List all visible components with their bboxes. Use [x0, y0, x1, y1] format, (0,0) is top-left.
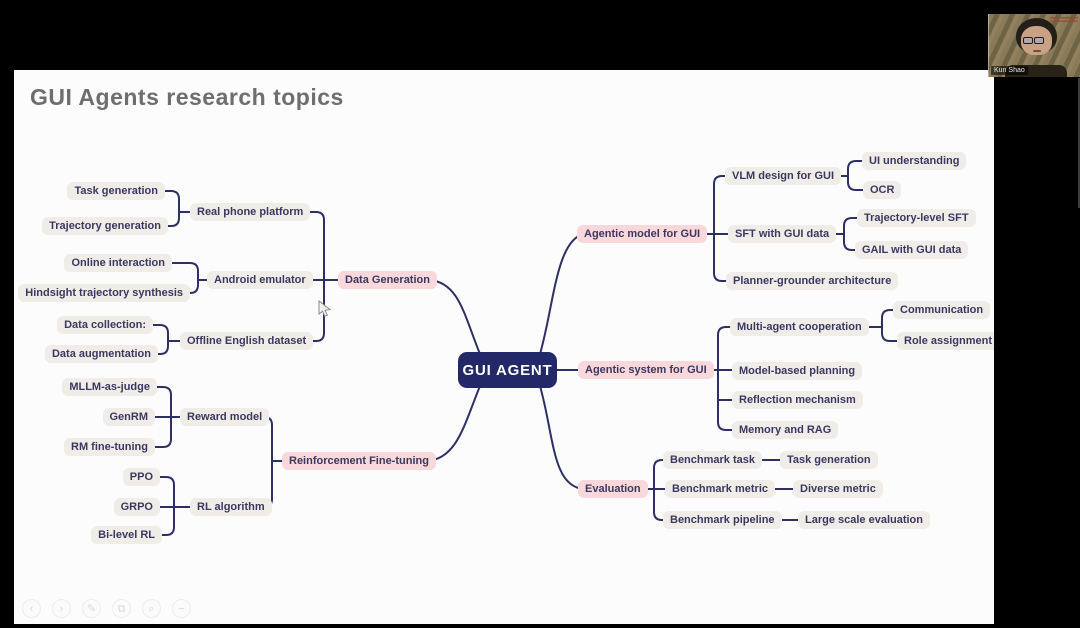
node-multi-agent-cooperation[interactable]: Multi-agent cooperation [730, 318, 869, 336]
presentation-mini-toolbar: ‹ › ✎ ⧉ ⌕ − [22, 599, 191, 618]
annotate-pen-icon[interactable]: ✎ [82, 599, 101, 618]
node-agentic-system-for-gui[interactable]: Agentic system for GUI [578, 361, 714, 379]
mouse-cursor-icon [318, 300, 332, 317]
node-evaluation[interactable]: Evaluation [578, 480, 648, 498]
slide-browser-icon[interactable]: ⧉ [112, 599, 131, 618]
node-rl-algorithm[interactable]: RL algorithm [190, 498, 272, 516]
connector-center-evaluation [539, 385, 585, 490]
node-reflection-mechanism[interactable]: Reflection mechanism [732, 391, 863, 409]
node-gui-agent-center[interactable]: GUI AGENT [458, 352, 557, 388]
mindmap-connectors [144, 160, 902, 536]
node-hindsight-trajectory-synthesis[interactable]: Hindsight trajectory synthesis [18, 284, 190, 302]
node-diverse-metric[interactable]: Diverse metric [793, 480, 883, 498]
node-grpo[interactable]: GRPO [113, 498, 160, 516]
node-planner-grounder-architecture[interactable]: Planner-grounder architecture [726, 272, 899, 290]
node-task-generation-right[interactable]: Task generation [780, 451, 878, 469]
participant-mouth [1033, 50, 1041, 52]
node-gail-with-gui-data[interactable]: GAIL with GUI data [855, 241, 969, 259]
connector-center-rft [426, 385, 481, 462]
participant-name-label: Kun Shao [991, 66, 1028, 75]
node-ppo[interactable]: PPO [122, 468, 160, 486]
node-data-augmentation[interactable]: Data augmentation [44, 345, 158, 363]
node-android-emulator[interactable]: Android emulator [207, 271, 313, 289]
node-memory-and-rag[interactable]: Memory and RAG [732, 421, 839, 439]
node-trajectory-level-sft[interactable]: Trajectory-level SFT [857, 209, 976, 227]
slide-title: GUI Agents research topics [30, 84, 344, 110]
connector-center-agentic-model [539, 233, 584, 355]
node-bi-level-rl[interactable]: Bi-level RL [91, 526, 162, 544]
node-reinforcement-fine-tuning[interactable]: Reinforcement Fine-tuning [282, 452, 436, 470]
zoom-magnifier-icon[interactable]: ⌕ [142, 599, 161, 618]
previous-slide-icon[interactable]: ‹ [22, 599, 41, 618]
node-agentic-model-for-gui[interactable]: Agentic model for GUI [577, 225, 708, 243]
node-communication[interactable]: Communication [893, 301, 991, 319]
node-role-assignment[interactable]: Role assignment [897, 332, 994, 350]
node-ocr[interactable]: OCR [863, 181, 902, 199]
node-data-generation[interactable]: Data Generation [338, 271, 437, 289]
node-offline-english-dataset[interactable]: Offline English dataset [180, 332, 314, 350]
node-genrm[interactable]: GenRM [102, 408, 155, 426]
node-mllm-as-judge[interactable]: MLLM-as-judge [62, 378, 157, 396]
node-rm-fine-tuning[interactable]: RM fine-tuning [64, 438, 155, 456]
node-online-interaction[interactable]: Online interaction [64, 254, 172, 272]
shared-slide: GUI Agents research topics Task generati… [14, 70, 994, 624]
red-watermark [1050, 17, 1078, 24]
glasses-icon [1023, 37, 1050, 45]
node-large-scale-evaluation[interactable]: Large scale evaluation [798, 511, 930, 529]
node-sft-with-gui-data[interactable]: SFT with GUI data [728, 225, 837, 243]
right-edge-strip [1078, 78, 1080, 208]
node-vlm-design-for-gui[interactable]: VLM design for GUI [725, 167, 842, 185]
node-reward-model[interactable]: Reward model [180, 408, 270, 426]
connector-center-data-generation [428, 279, 481, 355]
node-model-based-planning[interactable]: Model-based planning [732, 362, 863, 380]
webcam-thumbnail[interactable]: Kun Shao [988, 14, 1080, 77]
node-benchmark-task[interactable]: Benchmark task [663, 451, 762, 469]
node-trajectory-generation[interactable]: Trajectory generation [42, 217, 168, 235]
node-benchmark-metric[interactable]: Benchmark metric [665, 480, 775, 498]
next-slide-icon[interactable]: › [52, 599, 71, 618]
node-task-generation-left[interactable]: Task generation [67, 182, 165, 200]
node-benchmark-pipeline[interactable]: Benchmark pipeline [663, 511, 782, 529]
node-real-phone-platform[interactable]: Real phone platform [190, 203, 311, 221]
node-ui-understanding[interactable]: UI understanding [862, 152, 967, 170]
zoom-out-icon[interactable]: − [172, 599, 191, 618]
node-data-collection[interactable]: Data collection: [57, 316, 153, 334]
